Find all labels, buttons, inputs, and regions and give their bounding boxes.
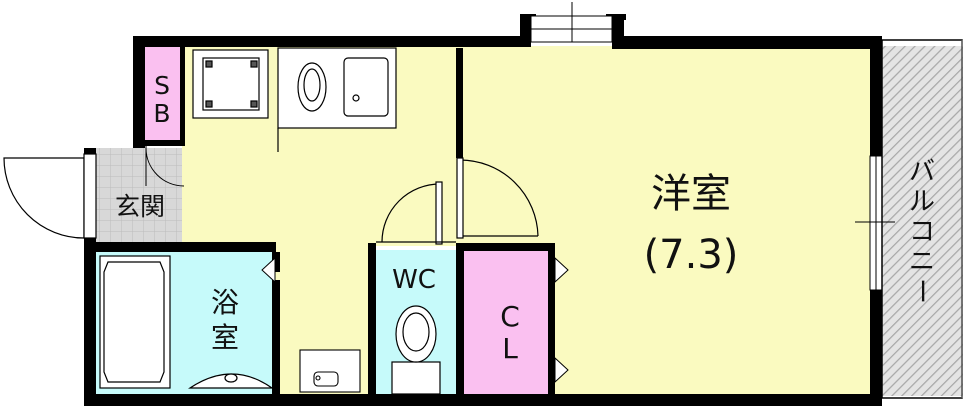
wall-notch-left	[520, 14, 531, 47]
top-window	[530, 2, 613, 43]
balcony-label-char: ニ	[909, 247, 935, 277]
wall-left-sb	[133, 36, 145, 148]
balcony-label-char: コ	[909, 217, 935, 247]
sink-icon	[188, 373, 274, 389]
entrance-floor	[96, 148, 182, 246]
balcony-label-char: ル	[909, 187, 935, 217]
balcony-label-char: バ	[909, 157, 935, 187]
bathroom-label-1: 浴	[211, 286, 239, 319]
walls	[84, 14, 882, 406]
wall-wc-left	[368, 243, 376, 396]
washbasin-icon	[299, 349, 361, 393]
western-room-label: 洋室	[651, 171, 731, 217]
door-swing-icon	[145, 146, 185, 187]
storage-box-letter: S	[154, 71, 170, 100]
wall-top-left	[133, 36, 531, 47]
bathtub-icon	[99, 255, 171, 389]
floors	[92, 46, 963, 396]
wall-notch-top	[520, 14, 536, 20]
storage-box-letter: B	[153, 99, 170, 128]
door-swing-icon	[376, 181, 456, 245]
bathroom-label-2: 室	[211, 321, 239, 354]
wall-entry-left	[84, 148, 96, 158]
wall-partition	[456, 48, 463, 158]
balcony-floor	[882, 46, 963, 396]
wall-top-right	[612, 36, 882, 49]
closet-floor	[460, 250, 550, 396]
storage-box-floor	[140, 46, 182, 142]
entrance-label: 玄関	[115, 192, 165, 221]
labels: 洋室 (7.3) 玄関 浴 室 WC C L	[115, 171, 738, 365]
door-swing-icon	[456, 157, 539, 239]
toilet-icon	[391, 305, 441, 395]
storage-box-letters: S B	[153, 71, 170, 128]
wall-bath-left	[84, 246, 96, 401]
wall-wc-top-right	[456, 243, 551, 251]
wall-wc-right	[456, 243, 464, 396]
wall-closet-right	[548, 243, 555, 396]
door-swing-icon	[3, 153, 97, 239]
closet-label-2: L	[502, 332, 518, 365]
wall-bottom	[84, 394, 881, 406]
wall-sb-right	[180, 46, 185, 142]
wall-bath-top	[84, 242, 276, 252]
washer-pan-icon	[192, 49, 269, 119]
washbasin-icon	[277, 47, 397, 152]
wall-right-top	[870, 36, 882, 156]
wall-bath-right	[272, 252, 280, 272]
wall-right-bottom	[870, 290, 882, 406]
closet-doors	[261, 256, 569, 384]
toilet-label: WC	[392, 265, 436, 295]
wall-bath-right-low	[272, 280, 280, 398]
wall-sb-bottom	[140, 140, 185, 146]
western-room-size: (7.3)	[644, 232, 739, 278]
balcony-label-char: ー	[906, 278, 936, 304]
closet-label-1: C	[500, 300, 520, 333]
